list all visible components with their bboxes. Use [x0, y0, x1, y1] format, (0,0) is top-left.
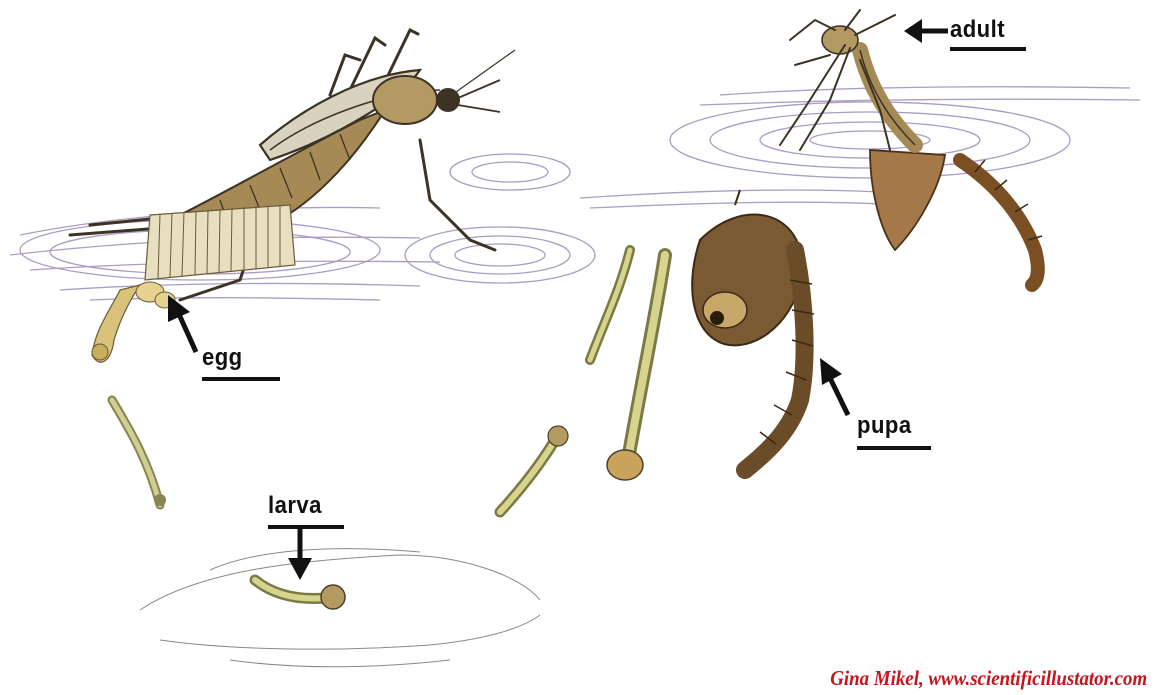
larva-small-left: [112, 400, 166, 506]
emerging-adult-mosquito: [780, 10, 1042, 285]
label-pupa: pupa: [857, 414, 912, 438]
pupa: [692, 190, 814, 470]
larva: [255, 580, 345, 609]
label-adult: adult: [950, 18, 1005, 42]
larva-hanging-1: [590, 250, 630, 360]
label-egg: egg: [202, 346, 243, 370]
larva-debris: [140, 549, 540, 667]
larva-hanging-3: [500, 426, 568, 512]
egg-arrow-icon: [178, 312, 196, 352]
label-pupa-underline: [857, 446, 931, 450]
illustrator-credit: Gina Mikel, www.scientificillustator.com: [830, 666, 1147, 691]
label-larva: larva: [268, 494, 322, 518]
pupa-arrow-icon: [830, 378, 848, 415]
label-egg-underline: [202, 377, 280, 381]
label-larva-underline: [268, 525, 344, 529]
label-adult-underline: [950, 47, 1026, 51]
